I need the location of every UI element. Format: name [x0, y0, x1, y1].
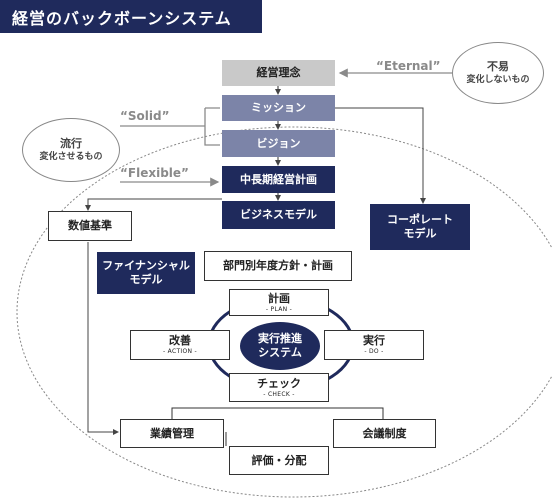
solid-label: “Solid”: [120, 109, 170, 123]
check-sublabel: - CHECK -: [263, 390, 295, 398]
bracket-solid: [120, 107, 220, 146]
action-sublabel: - ACTION -: [163, 348, 197, 356]
action-label: 改善: [169, 334, 191, 348]
do-label: 実行: [363, 334, 385, 348]
meeting-system-box: 会議制度: [333, 419, 436, 448]
do-sublabel: - DO -: [364, 348, 384, 356]
trend-circle-subtitle: 変化させるもの: [39, 152, 103, 163]
execution-system-line2: システム: [258, 346, 302, 359]
check-label: チェック: [257, 376, 301, 390]
corporate-brand-box: コーポレート モデル: [370, 204, 470, 250]
immutable-circle: 不易 変化しないもの: [452, 42, 544, 104]
execution-system-line1: 実行推進: [258, 332, 302, 346]
evaluation-box: 評価・分配: [229, 446, 329, 475]
route-corporate: [335, 107, 426, 204]
metrics-box: 数値基準: [48, 211, 132, 241]
mission-box: ミッション: [222, 95, 335, 121]
trend-circle: 流行 変化させるもの: [22, 118, 120, 182]
immutable-circle-title: 不易: [487, 59, 509, 73]
route-metrics: [85, 198, 222, 211]
plan-sublabel: - PLAN -: [265, 305, 293, 313]
financial-model-box: ファイナンシャル モデル: [97, 252, 195, 294]
dept-plan-box: 部門別年度方針・計画: [204, 251, 352, 281]
check-box: チェック - CHECK -: [229, 373, 329, 402]
page-title: 経営のバックボーンシステム: [0, 0, 262, 33]
route-performance: [87, 242, 119, 435]
midterm-plan-box: 中長期経営計画: [222, 166, 335, 193]
performance-mgmt-box: 業績管理: [120, 419, 224, 448]
execution-system-circle: 実行推進 システム: [240, 322, 320, 370]
flexible-label: “Flexible”: [120, 166, 189, 180]
eternal-label: “Eternal”: [376, 59, 441, 73]
philosophy-box: 経営理念: [222, 60, 335, 86]
do-box: 実行 - DO -: [324, 330, 424, 360]
action-box: 改善 - ACTION -: [130, 330, 230, 360]
plan-label: 計画: [268, 291, 290, 305]
plan-box: 計画 - PLAN -: [229, 289, 329, 316]
scope-ellipse: [16, 126, 552, 498]
business-model-box: ビジネスモデル: [222, 201, 335, 229]
immutable-circle-subtitle: 変化しないもの: [466, 75, 530, 86]
vision-box: ビジョン: [222, 130, 335, 157]
trend-circle-title: 流行: [60, 136, 82, 150]
